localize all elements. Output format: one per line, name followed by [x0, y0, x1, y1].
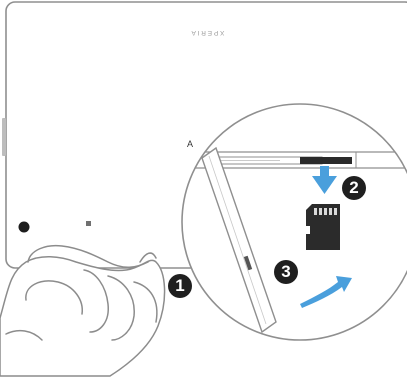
tablet-side-button — [2, 118, 6, 156]
step-3-badge: 3 — [274, 260, 298, 284]
callout-letter: A — [187, 139, 193, 149]
tablet-brand-text: XPERIA — [190, 29, 225, 36]
tablet-sensor-icon — [86, 221, 91, 226]
step-2-badge: 2 — [342, 176, 366, 200]
card-slot — [300, 157, 352, 164]
step-1-badge: 1 — [168, 274, 192, 298]
tablet-camera-icon — [19, 222, 30, 233]
memory-card-icon — [306, 204, 340, 250]
magnifier-lens — [182, 104, 407, 340]
hand-illustration — [0, 246, 165, 376]
